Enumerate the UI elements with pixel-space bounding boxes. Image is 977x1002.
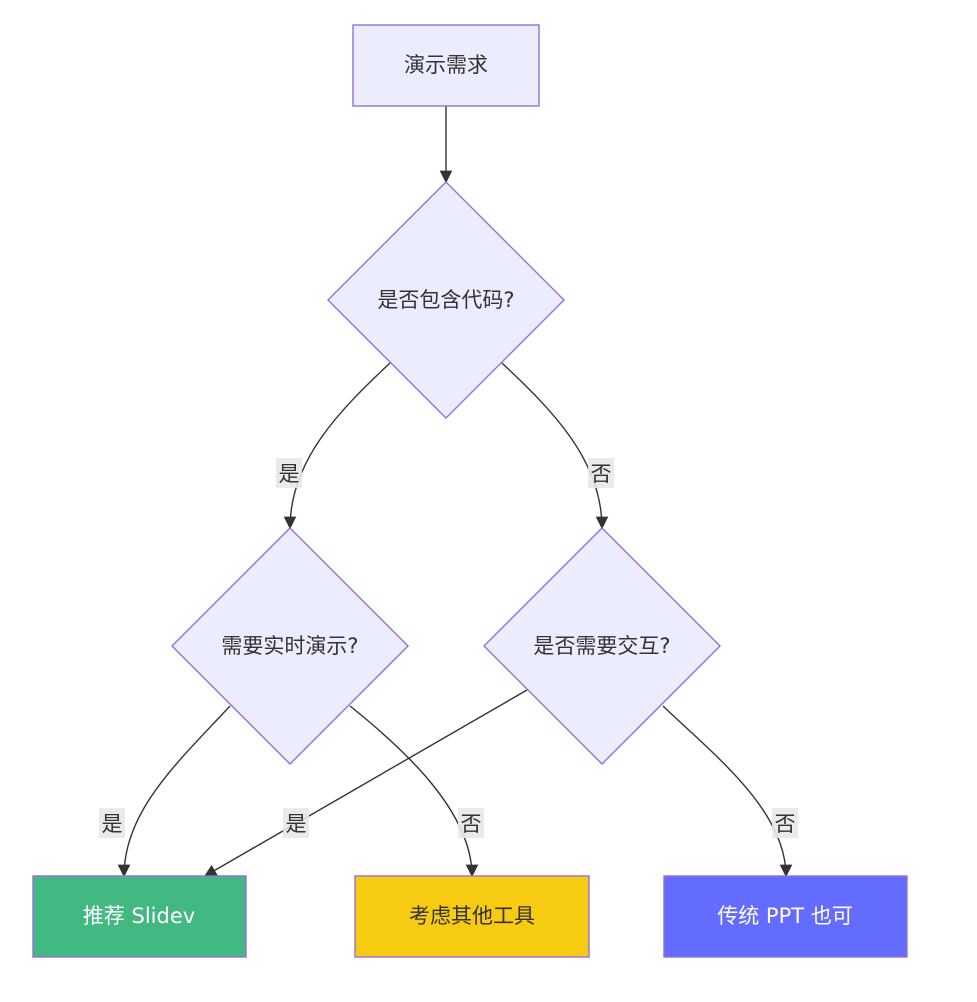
decision-live-demo-label: 需要实时演示? — [221, 634, 358, 658]
decision-live-demo: 需要实时演示? — [171, 527, 409, 765]
edge-interactive-no — [662, 705, 793, 878]
decision-contains-code: 是否包含代码? — [327, 181, 565, 419]
svg-text:是: 是 — [279, 462, 300, 486]
start-node: 演示需求 — [352, 24, 540, 107]
edge-label-interactive-no: 否 — [772, 808, 798, 838]
result-ppt-node: 传统 PPT 也可 — [663, 875, 908, 958]
result-other-tools-node: 考虑其他工具 — [354, 875, 590, 958]
result-ppt-label: 传统 PPT 也可 — [717, 904, 853, 928]
result-slidev-node: 推荐 Slidev — [32, 875, 247, 958]
edge-interactive-yes — [203, 689, 528, 877]
svg-text:是: 是 — [286, 812, 307, 836]
svg-text:是: 是 — [102, 812, 123, 836]
decision-interactive-label: 是否需要交互? — [533, 634, 670, 658]
edge-code-no — [501, 362, 609, 530]
edge-label-live-yes: 是 — [99, 808, 125, 838]
svg-text:否: 否 — [591, 462, 612, 486]
svg-text:否: 否 — [461, 812, 482, 836]
result-slidev-label: 推荐 Slidev — [83, 904, 195, 928]
decision-interactive: 是否需要交互? — [483, 527, 721, 765]
edge-live-yes — [117, 705, 231, 878]
edge-code-yes — [283, 362, 391, 530]
decision-contains-code-label: 是否包含代码? — [377, 288, 514, 312]
result-other-tools-label: 考虑其他工具 — [409, 904, 535, 928]
svg-text:否: 否 — [775, 812, 796, 836]
start-node-label: 演示需求 — [404, 53, 488, 77]
edge-label-interactive-yes: 是 — [283, 808, 309, 838]
edge-label-code-no: 否 — [588, 458, 614, 488]
edge-live-no — [349, 705, 479, 878]
edge-label-live-no: 否 — [458, 808, 484, 838]
edge-label-code-yes: 是 — [276, 458, 302, 488]
